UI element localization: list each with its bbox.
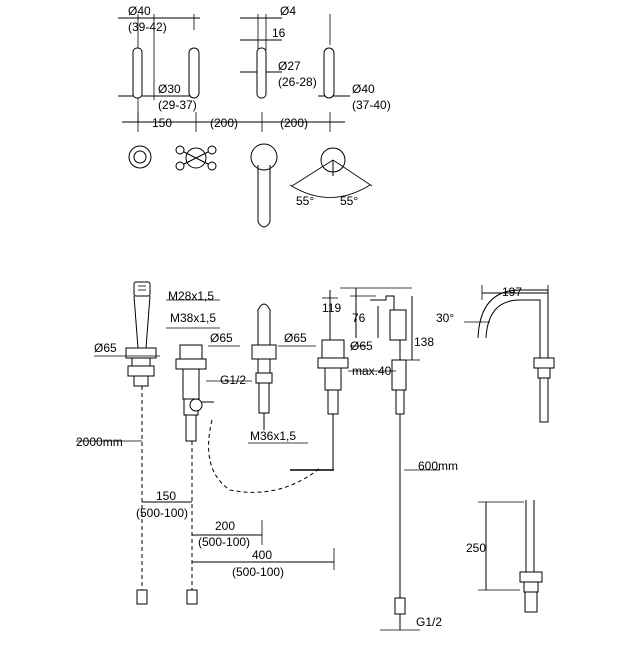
side-view bbox=[125, 281, 555, 630]
dim-d27-range: (26-28) bbox=[278, 75, 317, 89]
label-h250: 250 bbox=[466, 541, 486, 555]
dim-150-top: 150 bbox=[152, 116, 172, 130]
dim-angle-a: 55° bbox=[296, 194, 314, 208]
label-g12-b: G1/2 bbox=[416, 615, 442, 629]
label-d65-c: Ø65 bbox=[284, 331, 307, 345]
dim-16: 16 bbox=[272, 26, 286, 40]
label-m36: M36x1,5 bbox=[250, 429, 296, 443]
dim-200-b: (200) bbox=[280, 116, 308, 130]
label-s150: 150 bbox=[156, 489, 176, 503]
dim-d40-a: Ø40 bbox=[128, 4, 151, 18]
label-s400: 400 bbox=[252, 548, 272, 562]
label-m38: M38x1,5 bbox=[170, 311, 216, 325]
label-w197: 197 bbox=[502, 285, 522, 299]
label-s150-range: (500-100) bbox=[136, 506, 188, 520]
label-d65-d: Ø65 bbox=[350, 339, 373, 353]
dim-d30-range: (29-37) bbox=[158, 98, 197, 112]
label-m28: M28x1,5 bbox=[168, 289, 214, 303]
label-g12-a: G1/2 bbox=[220, 373, 246, 387]
dim-angle-b: 55° bbox=[340, 194, 358, 208]
dim-d27: Ø27 bbox=[278, 59, 301, 73]
label-max40: max.40 bbox=[352, 364, 392, 378]
label-s400-range: (500-100) bbox=[232, 565, 284, 579]
label-s200: 200 bbox=[215, 519, 235, 533]
label-h119: 119 bbox=[322, 301, 341, 315]
dim-d30: Ø30 bbox=[158, 82, 181, 96]
dim-200-a: (200) bbox=[210, 116, 238, 130]
dim-d40-b-range: (37-40) bbox=[352, 98, 391, 112]
label-h76: 76 bbox=[352, 311, 366, 325]
dim-d4: Ø4 bbox=[280, 4, 296, 18]
dim-d40-b: Ø40 bbox=[352, 82, 375, 96]
dim-d40-a-range: (39-42) bbox=[128, 20, 167, 34]
label-600mm: 600mm bbox=[418, 459, 458, 473]
label-d65-a: Ø65 bbox=[94, 341, 117, 355]
label-d65-b: Ø65 bbox=[210, 331, 233, 345]
label-s200-range: (500-100) bbox=[198, 535, 250, 549]
label-h138: 138 bbox=[414, 335, 434, 349]
top-view bbox=[118, 14, 373, 228]
label-hose-length: 2000mm bbox=[76, 435, 123, 449]
side-dimensions bbox=[76, 285, 549, 631]
label-angle-30: 30° bbox=[436, 311, 454, 325]
